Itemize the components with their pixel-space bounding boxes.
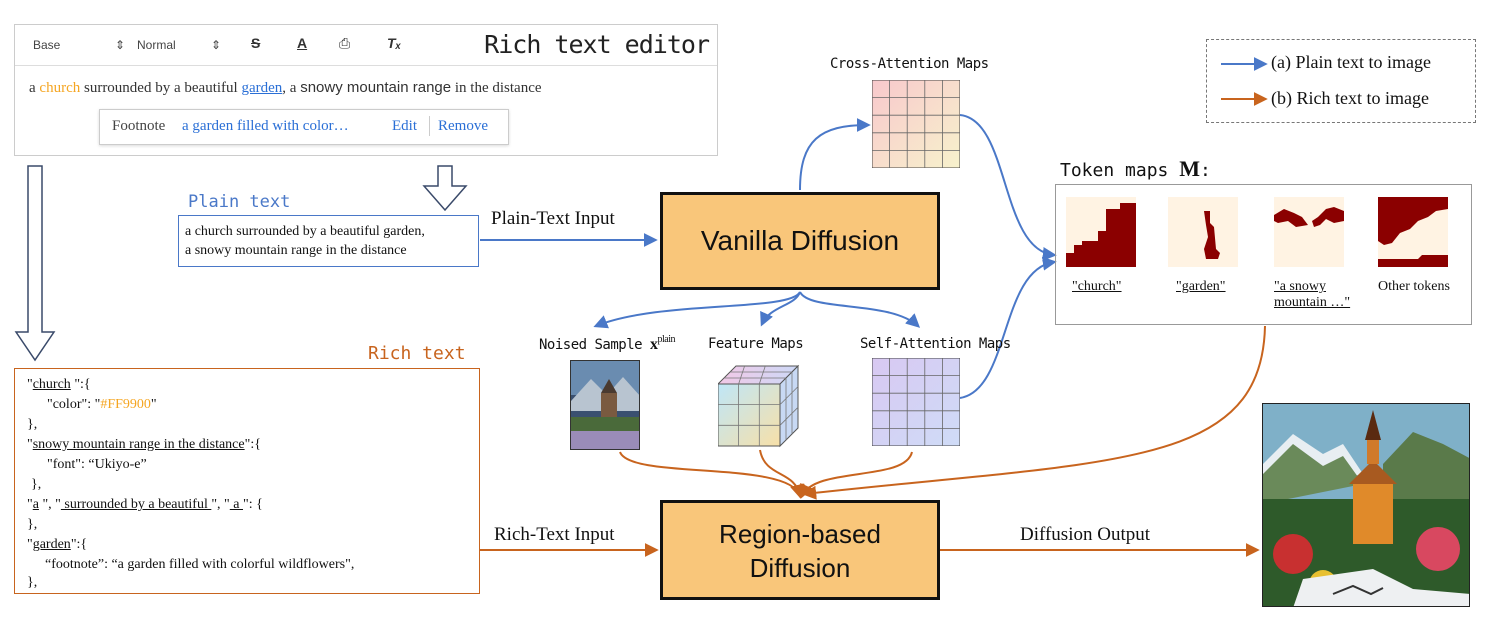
token-maps-title: Token maps M: bbox=[1060, 156, 1211, 181]
plain-superscript: plain bbox=[657, 334, 676, 345]
rich-line: "a ", " surrounded by a beautiful ", " a… bbox=[27, 497, 263, 512]
noised-sample-title: Noised Sample xplain bbox=[539, 334, 676, 353]
rich-line: }, bbox=[27, 417, 38, 432]
vanilla-diffusion-box: Vanilla Diffusion bbox=[660, 192, 940, 290]
region-based-diffusion-box: Region-based Diffusion bbox=[660, 500, 940, 600]
legend-plain: (a) Plain text to image bbox=[1271, 52, 1431, 72]
rich-line: "garden":{ bbox=[27, 537, 88, 552]
rich-line: }, bbox=[31, 477, 42, 492]
rich-text-input-label: Rich-Text Input bbox=[494, 524, 615, 545]
image-icon[interactable]: ⎙ bbox=[339, 35, 351, 51]
feature-maps-cube bbox=[718, 364, 800, 448]
strikethrough-icon[interactable]: S bbox=[251, 35, 261, 51]
editor-sentence[interactable]: a church surrounded by a beautiful garde… bbox=[29, 79, 542, 97]
noised-sample-image bbox=[570, 360, 640, 450]
diffusion-output-image bbox=[1262, 403, 1470, 607]
rich-line: “footnote”: “a garden filled with colorf… bbox=[45, 557, 355, 572]
rich-line: "church ":{ bbox=[27, 377, 91, 392]
color-value: #FF9900 bbox=[100, 397, 151, 412]
rich-line: "color": "#FF9900" bbox=[47, 397, 157, 412]
vanilla-diffusion-label: Vanilla Diffusion bbox=[700, 225, 900, 256]
snowy-token: snowy mountain range bbox=[300, 79, 452, 96]
plain-text-line: a snowy mountain range in the distance bbox=[185, 243, 407, 258]
rich-line: }, bbox=[27, 575, 38, 590]
garden-key: garden bbox=[32, 537, 71, 552]
clear-format-icon[interactable]: Tₓ bbox=[387, 35, 402, 51]
plain-text-box: a church surrounded by a beautiful garde… bbox=[178, 215, 479, 267]
sentence-text: in the distance bbox=[451, 80, 542, 96]
token-label-other: Other tokens bbox=[1378, 279, 1450, 294]
sentence-text: a bbox=[29, 80, 40, 96]
region-diffusion-label: Region-based bbox=[719, 519, 881, 549]
token-label-garden: "garden" bbox=[1176, 279, 1226, 294]
rich-line: }, bbox=[27, 517, 38, 532]
cross-attention-grid bbox=[872, 80, 960, 168]
token-map-snowy bbox=[1274, 197, 1344, 267]
footnote-label: Footnote bbox=[112, 118, 166, 134]
footnote-text[interactable]: a garden filled with color… bbox=[182, 118, 349, 134]
text-color-icon[interactable]: A bbox=[297, 35, 308, 51]
legend-rich: (b) Rich text to image bbox=[1271, 88, 1429, 108]
diffusion-output-label: Diffusion Output bbox=[1020, 524, 1151, 545]
sentence-text: surrounded by a beautiful bbox=[80, 80, 242, 96]
noised-to-region-arrow bbox=[619, 451, 804, 499]
self-attention-title: Self-Attention Maps bbox=[860, 336, 1011, 352]
church-token: church bbox=[39, 80, 81, 96]
feature-to-region-arrow bbox=[759, 449, 805, 499]
rich-text-title: Rich text bbox=[368, 343, 466, 364]
snowy-key: snowy mountain range in the distance bbox=[32, 437, 245, 452]
legend: (a) Plain text to image (b) Rich text to… bbox=[1206, 39, 1476, 123]
vanilla-to-feature-arrow bbox=[760, 291, 801, 327]
editor-to-plain-arrow bbox=[422, 165, 468, 212]
self-attention-grid bbox=[872, 358, 960, 446]
sentence-text: , a bbox=[282, 80, 301, 96]
token-to-region-arrow bbox=[802, 325, 1266, 500]
vanilla-to-self-arrow bbox=[799, 291, 921, 328]
rich-line: "snowy mountain range in the distance":{ bbox=[27, 437, 261, 452]
feature-maps-title: Feature Maps bbox=[708, 336, 804, 352]
rich-text-editor: Base ⇕ Normal ⇕ S A ⎙ Tₓ Rich text edito… bbox=[14, 24, 718, 156]
token-map-church bbox=[1066, 197, 1136, 267]
size-select[interactable]: Normal bbox=[137, 38, 176, 52]
size-select-arrow-icon[interactable]: ⇕ bbox=[211, 38, 222, 52]
plain-text-line: a church surrounded by a beautiful garde… bbox=[185, 224, 425, 239]
x-symbol: x bbox=[650, 336, 658, 353]
vanilla-to-noised-arrow bbox=[593, 291, 801, 329]
plain-text-title: Plain text bbox=[188, 192, 291, 212]
style-select-arrow-icon[interactable]: ⇕ bbox=[115, 38, 126, 52]
church-key: church bbox=[32, 377, 71, 392]
footnote-divider bbox=[429, 116, 430, 136]
footnote-popup: Footnote a garden filled with color… Edi… bbox=[99, 109, 509, 145]
garden-footnote-link[interactable]: garden bbox=[241, 80, 283, 96]
footnote-remove-link[interactable]: Remove bbox=[438, 118, 488, 134]
editor-to-rich-arrow bbox=[14, 165, 56, 362]
plain-text-input-label: Plain-Text Input bbox=[491, 208, 615, 229]
region-diffusion-label: Diffusion bbox=[749, 553, 851, 583]
token-map-other bbox=[1378, 197, 1448, 267]
vanilla-to-cross-arrow bbox=[799, 118, 871, 191]
rich-line: "font": “Ukiyo-e” bbox=[47, 457, 147, 472]
token-maps-symbol: M bbox=[1179, 156, 1200, 181]
cross-attention-title: Cross-Attention Maps bbox=[830, 56, 989, 72]
footnote-edit-link[interactable]: Edit bbox=[392, 118, 417, 134]
rich-text-box: "church ":{ "color": "#FF9900" }, "snowy… bbox=[14, 368, 480, 594]
self-to-token-arrow bbox=[959, 256, 1057, 399]
token-map-garden bbox=[1168, 197, 1238, 267]
legend-arrows bbox=[1221, 57, 1268, 106]
editor-toolbar: Base ⇕ Normal ⇕ S A ⎙ Tₓ Rich text edito… bbox=[15, 25, 717, 66]
cross-to-token-arrow bbox=[959, 114, 1057, 261]
style-select[interactable]: Base bbox=[33, 38, 61, 52]
token-label-church: "church" bbox=[1072, 279, 1122, 294]
editor-title: Rich text editor bbox=[484, 30, 710, 59]
